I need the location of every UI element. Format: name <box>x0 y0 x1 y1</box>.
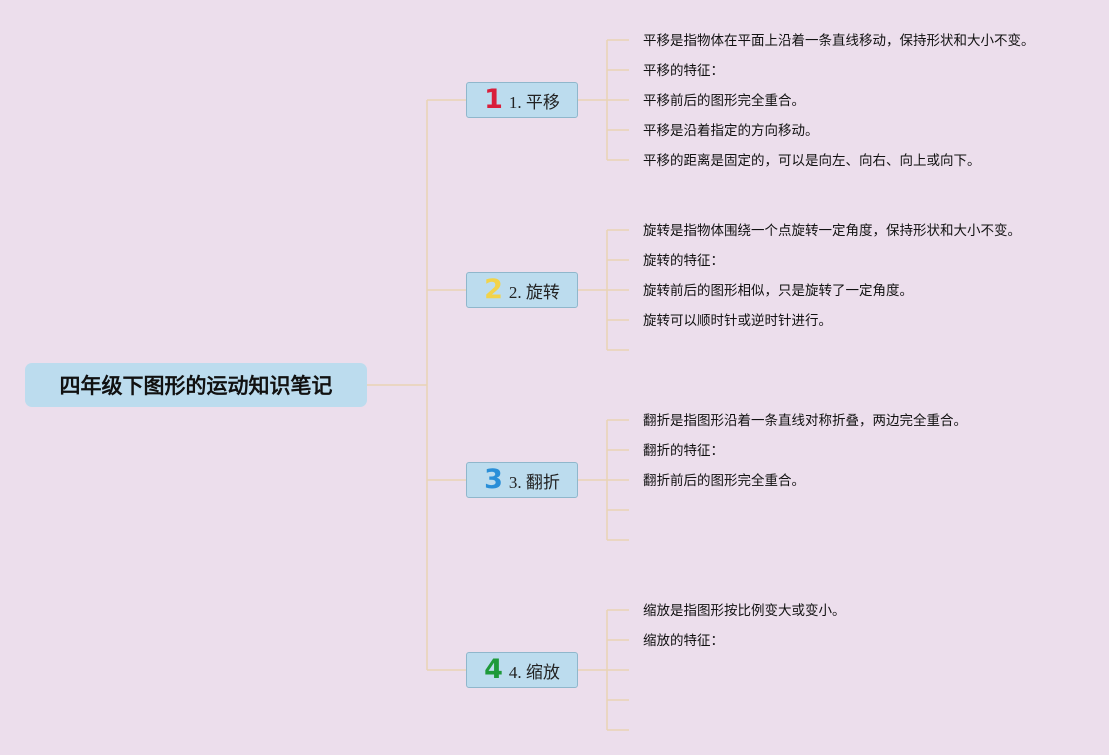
leaf-item[interactable]: 平移是沿着指定的方向移动。 <box>643 123 819 139</box>
leaf-item[interactable]: 缩放的特征： <box>643 633 724 649</box>
branch-node-rotation[interactable]: 2 2. 旋转 <box>466 272 578 308</box>
number-one-icon: 1 <box>484 83 503 115</box>
leaf-item[interactable]: 翻折前后的图形完全重合。 <box>643 473 805 489</box>
number-two-icon: 2 <box>484 273 503 305</box>
root-node[interactable]: 四年级下图形的运动知识笔记 <box>25 363 367 407</box>
branch-label: 3. 翻折 <box>508 472 560 492</box>
branch-label: 4. 缩放 <box>508 662 560 682</box>
leaf-item[interactable]: 平移前后的图形完全重合。 <box>643 93 805 109</box>
branch-node-reflection[interactable]: 3 3. 翻折 <box>466 462 578 498</box>
leaf-item[interactable]: 旋转的特征： <box>643 253 724 269</box>
branch-label: 2. 旋转 <box>508 282 560 302</box>
leaf-item[interactable]: 平移的特征： <box>643 63 724 79</box>
leaf-item[interactable]: 旋转是指物体围绕一个点旋转一定角度，保持形状和大小不变。 <box>643 223 1021 239</box>
leaf-item[interactable]: 翻折的特征： <box>643 443 724 459</box>
leaf-item[interactable]: 缩放是指图形按比例变大或变小。 <box>643 603 846 619</box>
branch-node-scaling[interactable]: 4 4. 缩放 <box>466 652 578 688</box>
root-title: 四年级下图形的运动知识笔记 <box>59 374 333 398</box>
leaf-item[interactable]: 旋转可以顺时针或逆时针进行。 <box>643 313 832 329</box>
number-three-icon: 3 <box>484 463 503 495</box>
leaf-item[interactable]: 平移是指物体在平面上沿着一条直线移动，保持形状和大小不变。 <box>643 33 1035 49</box>
leaf-item[interactable]: 翻折是指图形沿着一条直线对称折叠，两边完全重合。 <box>643 413 967 429</box>
leaf-item[interactable]: 平移的距离是固定的，可以是向左、向右、向上或向下。 <box>643 153 981 169</box>
branch-node-translation[interactable]: 1 1. 平移 <box>466 82 578 118</box>
leaf-item[interactable]: 旋转前后的图形相似，只是旋转了一定角度。 <box>643 283 913 299</box>
branch-label: 1. 平移 <box>508 92 560 112</box>
number-four-icon: 4 <box>484 653 503 685</box>
